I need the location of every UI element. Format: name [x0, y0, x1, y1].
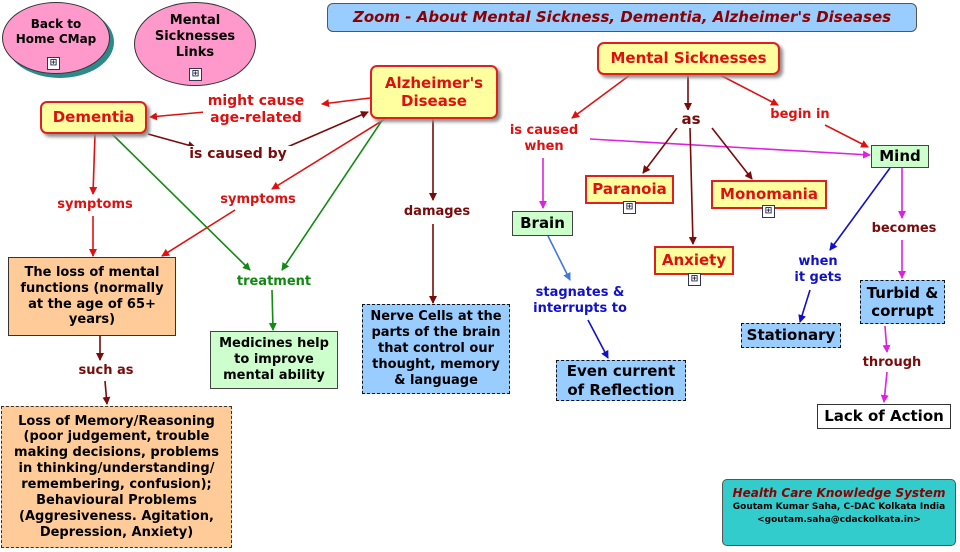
link-might-cause: might cause age-related	[203, 93, 309, 127]
footer-email[interactable]: <goutam.saha@cdackolkata.in>	[757, 515, 921, 525]
link-as: as	[676, 110, 706, 128]
link-begin-in: begin in	[760, 107, 840, 123]
concept-even-current[interactable]: Even current of Reflection	[556, 360, 686, 401]
back-home-label: Back to Home CMap	[15, 17, 97, 46]
footer-author: Goutam Kumar Saha, C-DAC Kolkata India	[732, 502, 946, 512]
cmap-link-icon[interactable]: ⊞	[762, 205, 775, 218]
link-such-as: such as	[70, 363, 142, 379]
concept-stationary[interactable]: Stationary	[741, 323, 841, 348]
concept-alzheimers-disease[interactable]: Alzheimer's Disease	[370, 65, 498, 119]
concept-nerve-cells[interactable]: Nerve Cells at the parts of the brain th…	[362, 304, 510, 394]
concept-anxiety[interactable]: Anxiety	[654, 246, 734, 275]
concept-mind[interactable]: Mind	[871, 145, 929, 168]
cmap-link-icon[interactable]: ⊞	[688, 273, 701, 286]
link-symptoms-mid: symptoms	[211, 192, 305, 208]
cmap-link-icon[interactable]: ⊞	[623, 201, 636, 214]
link-damages: damages	[395, 204, 479, 220]
cmap-link-icon[interactable]: ⊞	[189, 68, 202, 81]
page-title: Zoom - About Mental Sickness, Dementia, …	[327, 3, 917, 32]
footer-system: Health Care Knowledge System	[732, 486, 946, 500]
concept-turbid-corrupt[interactable]: Turbid & corrupt	[860, 280, 945, 324]
concept-loss-memory[interactable]: Loss of Memory/Reasoning (poor judgement…	[1, 406, 232, 548]
concept-paranoia[interactable]: Paranoia	[585, 175, 674, 204]
concept-lack-of-action[interactable]: Lack of Action	[817, 404, 951, 429]
link-symptoms-left: symptoms	[48, 197, 142, 213]
concept-mental-sicknesses[interactable]: Mental Sicknesses	[597, 42, 780, 75]
link-is-caused-by: is caused by	[184, 146, 292, 163]
link-treatment: treatment	[228, 274, 320, 290]
concept-medicines[interactable]: Medicines help to improve mental ability	[210, 331, 338, 389]
concept-loss-mental-functions[interactable]: The loss of mental functions (normally a…	[8, 257, 176, 336]
mental-links-label: Mental Sicknesses Links	[154, 13, 236, 60]
concept-brain[interactable]: Brain	[512, 211, 573, 236]
link-stagnates: stagnates & interrupts to	[525, 285, 635, 317]
concept-dementia[interactable]: Dementia	[40, 101, 147, 134]
link-becomes: becomes	[862, 221, 946, 237]
link-when-it-gets: when it gets	[786, 254, 850, 286]
link-through: through	[855, 355, 929, 371]
link-is-caused-when: is caused when	[500, 123, 588, 155]
footer-credits: Health Care Knowledge System Goutam Kuma…	[722, 479, 956, 546]
back-home-cmap-button[interactable]: Back to Home CMap	[2, 2, 110, 74]
cmap-link-icon[interactable]: ⊞	[47, 57, 60, 70]
